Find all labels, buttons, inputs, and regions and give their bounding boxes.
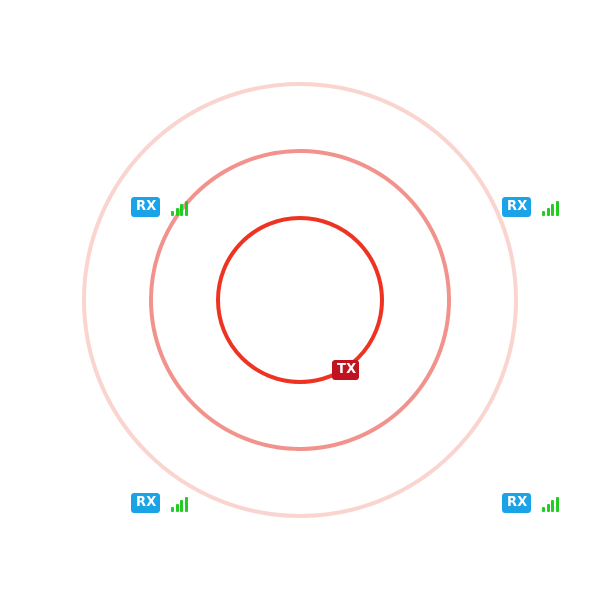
signal-bars-icon (542, 198, 560, 216)
middle-range-ring (149, 149, 451, 451)
signal-bar (551, 204, 554, 216)
signal-bars-icon (171, 198, 189, 216)
signal-bar (555, 200, 559, 216)
signal-bar (542, 211, 545, 216)
signal-bars-icon (171, 494, 189, 512)
signal-bar (180, 204, 183, 216)
signal-bar (171, 211, 174, 216)
receiver-badge-top-right: RX (502, 197, 531, 217)
signal-bar (546, 503, 550, 512)
receiver-badge-bottom-left: RX (131, 493, 160, 513)
signal-bar (184, 200, 188, 216)
signal-bar (542, 507, 545, 512)
receiver-badge-bottom-right: RX (502, 493, 531, 513)
signal-bar (184, 496, 188, 512)
receiver-badge-top-left: RX (131, 197, 160, 217)
signal-bar (171, 507, 174, 512)
signal-bar (180, 500, 183, 512)
signal-bars-icon (542, 494, 560, 512)
signal-bar (175, 503, 179, 512)
signal-bar (546, 207, 550, 216)
outer-range-ring (82, 82, 518, 518)
signal-bar (175, 207, 179, 216)
inner-range-ring (216, 216, 384, 384)
transmitter-badge: TX (332, 360, 359, 380)
signal-bar (551, 500, 554, 512)
signal-bar (555, 496, 559, 512)
